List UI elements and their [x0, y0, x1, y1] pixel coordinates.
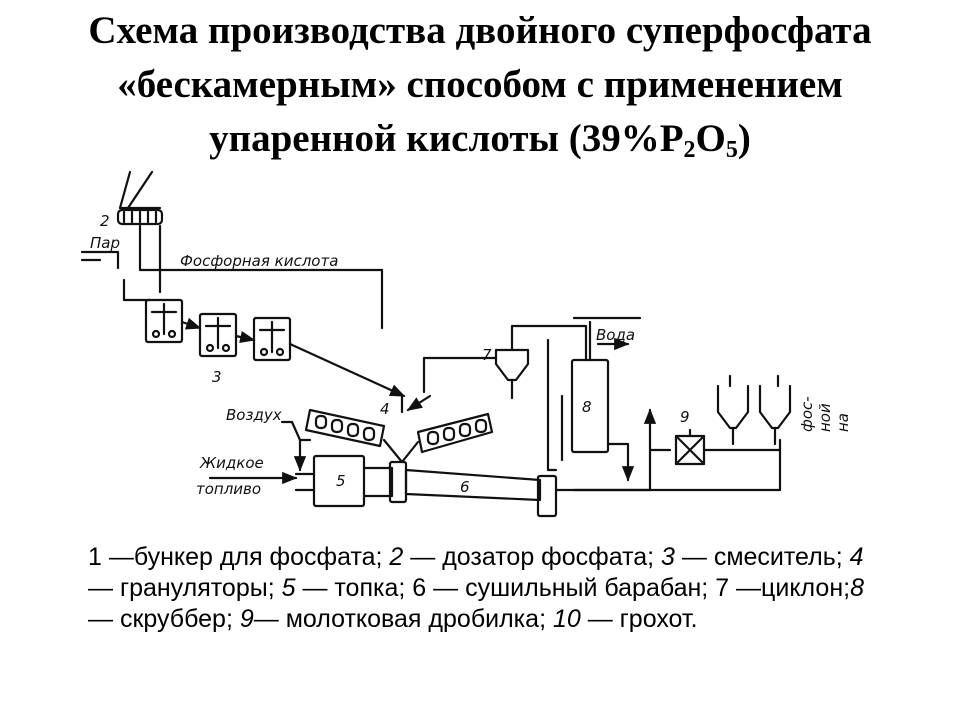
caption-part-8: — скруббер; — [88, 605, 240, 633]
label-2: 2 — [100, 212, 110, 230]
label-product-3: на — [834, 413, 850, 432]
caption-num-4: 4 — [849, 543, 864, 571]
scrubber-8 — [560, 316, 642, 482]
label-water: Вода — [596, 326, 635, 344]
title-line-3-prefix: упаренной кислоты (39%P — [209, 117, 684, 160]
caption-num-9: 9 — [239, 605, 254, 633]
title-line-3-suffix: ) — [737, 117, 751, 160]
cyclone-7 — [422, 324, 588, 472]
caption-part-1: 1 —бункер для фосфата; — [88, 543, 390, 571]
label-product-2: фос- — [798, 396, 816, 432]
label-steam: Пар — [90, 234, 120, 252]
label-4: 4 — [380, 400, 390, 418]
hammer-crusher-9 — [674, 428, 722, 466]
phosphate-dozer-2 — [116, 208, 164, 226]
caption-num-8: 8 — [850, 574, 864, 602]
caption-num-10: 10 — [552, 605, 581, 633]
steam-line — [80, 250, 120, 270]
slide-title: Схема производства двойного суперфосфата… — [20, 4, 940, 166]
caption-num-5: 5 — [281, 574, 296, 602]
title-line-2: «бескамерным» способом с применением — [117, 63, 843, 106]
caption-num-3: 3 — [661, 543, 675, 571]
label-product-1: ной — [816, 403, 834, 432]
label-air: Воздух — [226, 406, 282, 424]
label-9: 9 — [680, 408, 690, 426]
bunker-feed — [118, 170, 162, 210]
recycle-lines — [554, 408, 782, 492]
caption-part-3: — смеситель; — [674, 543, 850, 571]
label-liquid-fuel-1: Жидкое — [199, 454, 264, 472]
title-line-1: Схема производства двойного суперфосфата — [88, 9, 872, 52]
drying-drum-6 — [294, 460, 558, 518]
title-oxygen: O — [695, 117, 726, 160]
caption-part-2: — дозатор фосфата; — [403, 543, 662, 571]
caption-num-2: 2 — [389, 543, 404, 571]
granulators-4 — [304, 394, 494, 464]
caption-part-10: — грохот. — [580, 605, 698, 633]
label-liquid-fuel-2: топливо — [196, 480, 261, 498]
label-phosphoric-acid: Фосфорная кислота — [180, 252, 338, 270]
caption-part-5: — топка; 6 — сушильный барабан; 7 —цикло… — [295, 574, 851, 602]
furnace-5 — [312, 454, 394, 508]
title-subscript-2: 2 — [683, 137, 696, 163]
caption-part-9: — молотковая дробилка; — [253, 605, 553, 633]
process-flow-diagram: Пар 2 Фосфорная кислота 3 4 Воздух Жидко… — [80, 170, 850, 518]
label-8: 8 — [582, 398, 592, 416]
screen-10 — [716, 374, 792, 446]
caption-part-4: — грануляторы; — [88, 574, 282, 602]
title-subscript-5: 5 — [725, 137, 738, 163]
phosphoric-acid-line — [138, 224, 384, 330]
legend-caption: 1 —бункер для фосфата; 2 — дозатор фосфа… — [88, 542, 888, 635]
label-7: 7 — [482, 346, 492, 364]
label-3: 3 — [212, 368, 222, 386]
label-5: 5 — [336, 472, 346, 490]
air-line — [280, 420, 312, 472]
mixer-3 — [122, 278, 406, 398]
title-line-3: упаренной кислоты (39%P2O5) — [20, 112, 940, 166]
label-6: 6 — [460, 478, 470, 496]
